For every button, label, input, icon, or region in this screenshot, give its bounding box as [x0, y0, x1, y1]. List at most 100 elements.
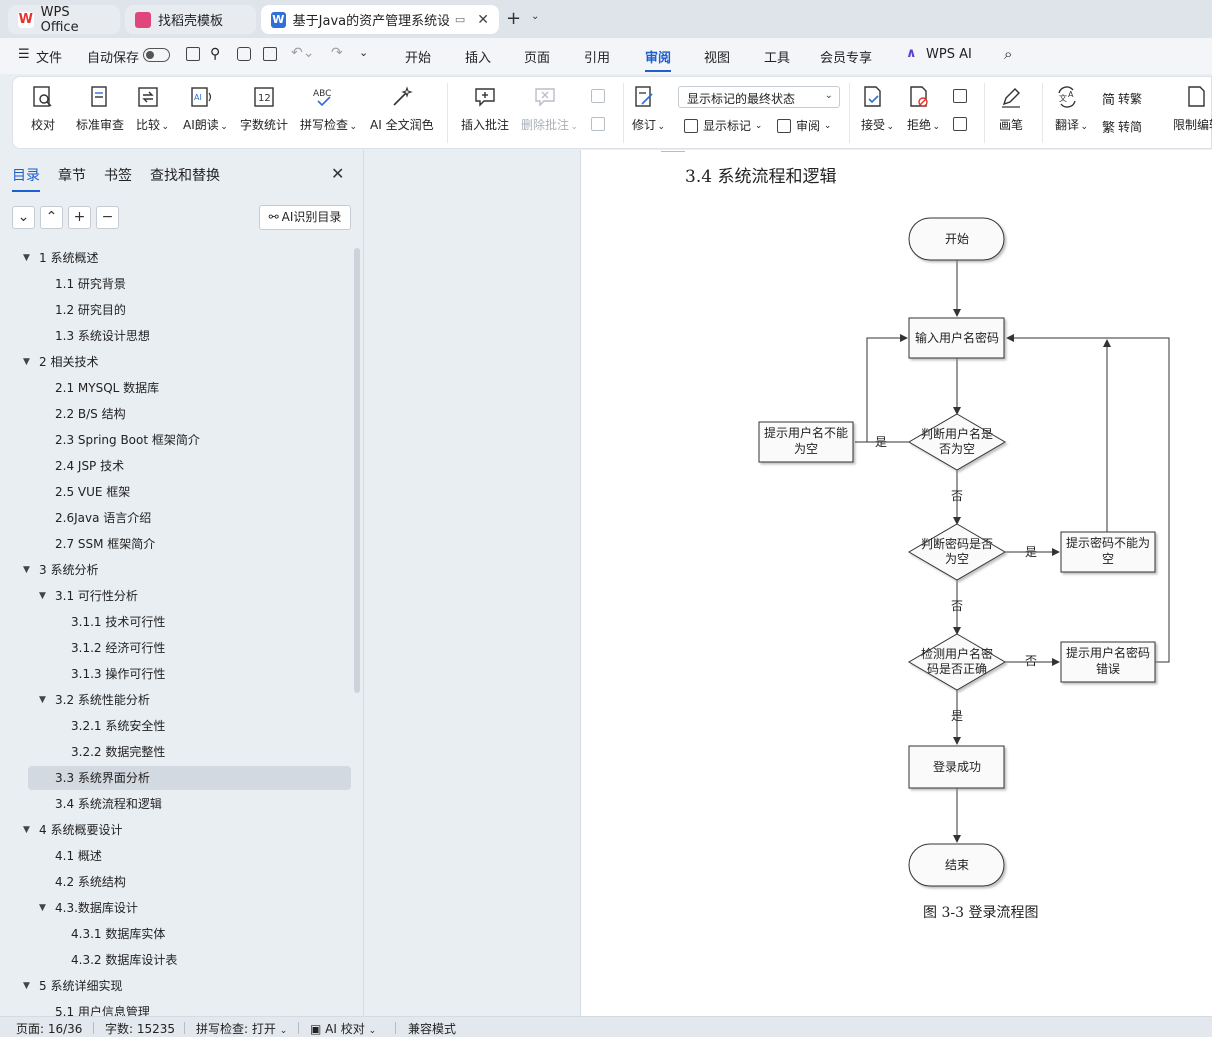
expand-triangle-icon[interactable]: ▼	[23, 357, 30, 367]
new-tab-icon[interactable]: +	[506, 8, 522, 29]
menu-tools[interactable]: 工具	[764, 51, 791, 66]
toc-item[interactable]: 4.3.2 数据库设计表	[71, 948, 177, 972]
expand-down-button[interactable]: ⌄	[12, 206, 35, 229]
revise-button[interactable]: 修订⌄	[632, 85, 665, 133]
menu-start[interactable]: 开始	[405, 51, 432, 66]
autosave-toggle[interactable]	[143, 48, 170, 62]
add-heading-button[interactable]: +	[68, 206, 91, 229]
remove-heading-button[interactable]: −	[96, 206, 119, 229]
toc-item[interactable]: ▼3.2 系统性能分析	[39, 688, 150, 712]
accept-button[interactable]: 接受⌄	[861, 85, 894, 133]
toc-item[interactable]: ▼4.3.数据库设计	[39, 896, 138, 920]
menu-wps-ai[interactable]: WPS AI	[926, 47, 972, 62]
nav-tab-bookmarks[interactable]: 书签	[104, 168, 132, 184]
save-icon[interactable]	[186, 47, 200, 61]
toc-item[interactable]: ▼2 相关技术	[23, 350, 98, 374]
close-tab-icon[interactable]: ✕	[477, 11, 489, 28]
expand-triangle-icon[interactable]: ▼	[23, 565, 30, 575]
ai-read-button[interactable]: AI AI朗读⌄	[183, 85, 228, 133]
expand-triangle-icon[interactable]: ▼	[39, 695, 46, 705]
show-markup-button[interactable]: 显示标记 ⌄	[684, 117, 762, 134]
expand-triangle-icon[interactable]: ▼	[23, 981, 30, 991]
toc-item[interactable]: 5.1 用户信息管理	[55, 1000, 150, 1024]
expand-triangle-icon[interactable]: ▼	[23, 253, 30, 263]
toc-item[interactable]: 2.5 VUE 框架	[55, 480, 130, 504]
toc-item[interactable]: ▼3.1 可行性分析	[39, 584, 138, 608]
more-quick-icon[interactable]: ⌄	[359, 46, 369, 59]
ai-polish-button[interactable]: AI 全文润色	[370, 85, 434, 133]
menu-reference[interactable]: 引用	[584, 51, 611, 66]
expand-triangle-icon[interactable]: ▼	[23, 825, 30, 835]
next-comment-icon[interactable]	[591, 117, 610, 131]
toc-item[interactable]: 2.1 MYSQL 数据库	[55, 376, 159, 400]
compare-button[interactable]: 比较⌄	[136, 85, 169, 133]
expand-triangle-icon[interactable]: ▼	[39, 903, 46, 913]
toc-item[interactable]: 4.2 系统结构	[55, 870, 126, 894]
delete-comment-button[interactable]: 删除批注⌄	[521, 85, 578, 133]
tab-list-chevron-icon[interactable]: ⌄	[531, 11, 540, 22]
spell-check-status[interactable]: 拼写检查: 打开 ⌄	[196, 1022, 288, 1036]
menu-member[interactable]: 会员专享	[820, 51, 873, 66]
close-pane-icon[interactable]: ✕	[331, 164, 345, 183]
toc-item[interactable]: 4.1 概述	[55, 844, 102, 868]
nav-tab-sections[interactable]: 章节	[58, 168, 86, 184]
undo-icon[interactable]: ↶⌄	[291, 45, 315, 61]
menu-file[interactable]: 文件	[36, 51, 63, 66]
spell-check-button[interactable]: ABC 拼写检查⌄	[300, 85, 357, 133]
menu-insert[interactable]: 插入	[465, 51, 492, 66]
monitor-icon[interactable]: ▭	[454, 13, 466, 26]
toc-scrollbar[interactable]	[354, 248, 360, 693]
hamburger-menu-icon[interactable]: ☰	[18, 47, 30, 62]
toc-item[interactable]: 3.1.1 技术可行性	[71, 610, 165, 634]
page-indicator[interactable]: 页面: 16/36	[16, 1022, 83, 1036]
collapse-up-button[interactable]: ⌃	[40, 206, 63, 229]
menu-page[interactable]: 页面	[524, 51, 551, 66]
share-icon[interactable]: ⚲	[210, 46, 221, 62]
ai-toc-button[interactable]: ⚯AI识别目录	[259, 205, 351, 230]
restrict-edit-button[interactable]: 限制编辑	[1173, 85, 1212, 133]
document-page[interactable]: 3.4 系统流程和逻辑	[580, 150, 1212, 1016]
toc-item[interactable]: ▼3 系统分析	[23, 558, 98, 582]
toc-item[interactable]: 2.2 B/S 结构	[55, 402, 126, 426]
review-pane-button[interactable]: 审阅 ⌄	[777, 117, 831, 134]
toc-item[interactable]: 3.2.1 系统安全性	[71, 714, 165, 738]
word-count-button[interactable]: 12 字数统计	[240, 85, 288, 133]
ai-proof-status[interactable]: ▣ AI 校对 ⌄	[310, 1022, 377, 1036]
toc-item[interactable]: 3.1.2 经济可行性	[71, 636, 165, 660]
nav-tab-toc[interactable]: 目录	[12, 165, 40, 192]
tab-docer-templates[interactable]: 找稻壳模板	[125, 5, 256, 34]
toc-item[interactable]: 3.2.2 数据完整性	[71, 740, 165, 764]
word-count-indicator[interactable]: 字数: 15235	[105, 1022, 176, 1036]
tab-wps-office[interactable]: W WPS Office	[8, 5, 120, 35]
reject-button[interactable]: 拒绝⌄	[907, 85, 940, 133]
toc-item[interactable]: ▼4 系统概要设计	[23, 818, 122, 842]
nav-tab-find-replace[interactable]: 查找和替换	[150, 168, 220, 184]
print-icon[interactable]	[237, 47, 251, 61]
menu-review[interactable]: 审阅	[645, 47, 672, 72]
next-change-icon[interactable]	[953, 117, 972, 131]
prev-comment-icon[interactable]	[591, 89, 610, 103]
to-simplified-button[interactable]: 繁转简	[1102, 117, 1142, 136]
toc-item[interactable]: 2.4 JSP 技术	[55, 454, 124, 478]
toc-item[interactable]: 2.6Java 语言介绍	[55, 506, 151, 530]
toc-item[interactable]: 3.1.3 操作可行性	[71, 662, 165, 686]
print-preview-icon[interactable]	[263, 47, 277, 61]
toc-item[interactable]: 1.3 系统设计思想	[55, 324, 150, 348]
markup-state-select[interactable]: 显示标记的最终状态 ⌄	[678, 86, 840, 108]
pen-button[interactable]: 画笔	[999, 85, 1023, 133]
redo-icon[interactable]: ↷	[331, 45, 343, 61]
proof-button[interactable]: 校对	[31, 85, 55, 133]
toc-item[interactable]: 1.2 研究目的	[55, 298, 126, 322]
prev-change-icon[interactable]	[953, 89, 972, 103]
toc-item[interactable]: ▼1 系统概述	[23, 246, 98, 270]
insert-comment-button[interactable]: 插入批注	[461, 85, 509, 133]
expand-triangle-icon[interactable]: ▼	[39, 591, 46, 601]
tab-document[interactable]: W 基于Java的资产管理系统设计 ▭ ✕	[261, 5, 499, 34]
toc-item[interactable]: 4.3.1 数据库实体	[71, 922, 165, 946]
to-traditional-button[interactable]: 简转繁	[1102, 89, 1142, 108]
toc-item[interactable]: 2.7 SSM 框架简介	[55, 532, 155, 556]
toc-item[interactable]: ▼5 系统详细实现	[23, 974, 122, 998]
toc-item[interactable]: 2.3 Spring Boot 框架简介	[55, 428, 200, 452]
toc-item[interactable]: 1.1 研究背景	[55, 272, 126, 296]
